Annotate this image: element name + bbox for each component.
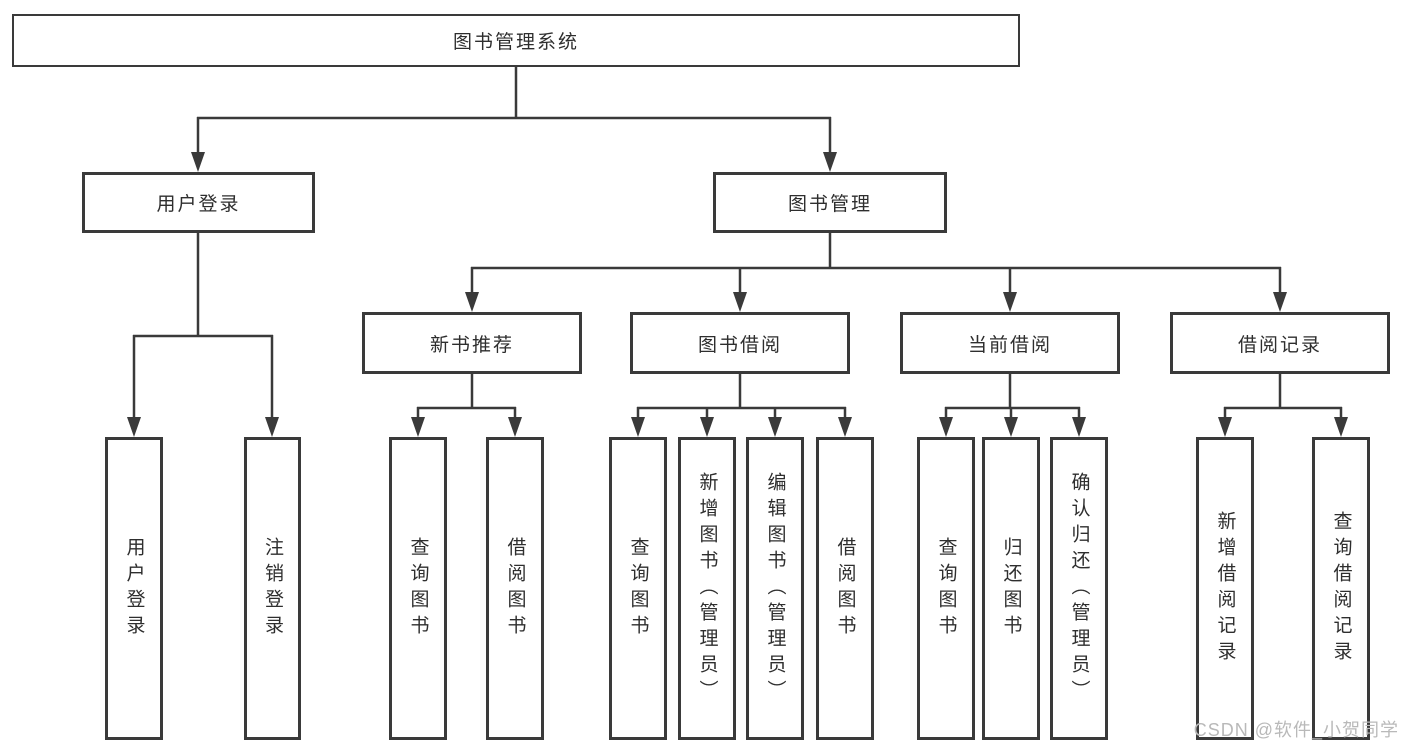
- node-current-confirm-return-admin: 确认归还（管理员）: [1050, 437, 1108, 740]
- node-book-management: 图书管理: [713, 172, 947, 233]
- node-book-borrow: 图书借阅: [630, 312, 850, 374]
- node-user-login: 用户登录: [82, 172, 315, 233]
- node-recommend-borrow-books: 借阅图书: [486, 437, 544, 740]
- csdn-watermark: CSDN @软件_小贺同学: [1193, 720, 1399, 740]
- arrowheads: [127, 152, 1348, 437]
- node-current-return-books: 归还图书: [982, 437, 1040, 740]
- node-borrow-query-books: 查询图书: [609, 437, 667, 740]
- node-recommend-query-books: 查询图书: [389, 437, 447, 740]
- node-borrow-borrow-books: 借阅图书: [816, 437, 874, 740]
- node-user-login-action: 用户登录: [105, 437, 163, 740]
- node-records-add-record: 新增借阅记录: [1196, 437, 1254, 740]
- node-new-book-recommend: 新书推荐: [362, 312, 582, 374]
- node-borrow-add-books-admin: 新增图书（管理员）: [678, 437, 736, 740]
- node-borrow-edit-books-admin: 编辑图书（管理员）: [746, 437, 804, 740]
- node-root-library-system: 图书管理系统: [12, 14, 1020, 67]
- node-records-query-record: 查询借阅记录: [1312, 437, 1370, 740]
- node-current-borrow: 当前借阅: [900, 312, 1120, 374]
- node-borrow-records: 借阅记录: [1170, 312, 1390, 374]
- node-current-query-books: 查询图书: [917, 437, 975, 740]
- node-logout-action: 注销登录: [244, 437, 301, 740]
